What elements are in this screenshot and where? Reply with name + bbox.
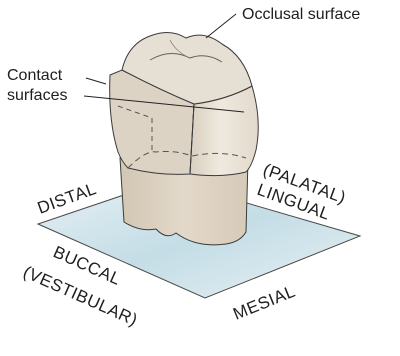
leader-occlusal [206,14,236,38]
label-contact-line1: Contact [7,67,63,84]
label-mesial: MESIAL [230,282,298,324]
label-occlusal-surface: Occlusal surface [242,6,360,23]
leader-contact-distal [86,78,106,84]
label-contact-line2: surfaces [7,87,67,104]
